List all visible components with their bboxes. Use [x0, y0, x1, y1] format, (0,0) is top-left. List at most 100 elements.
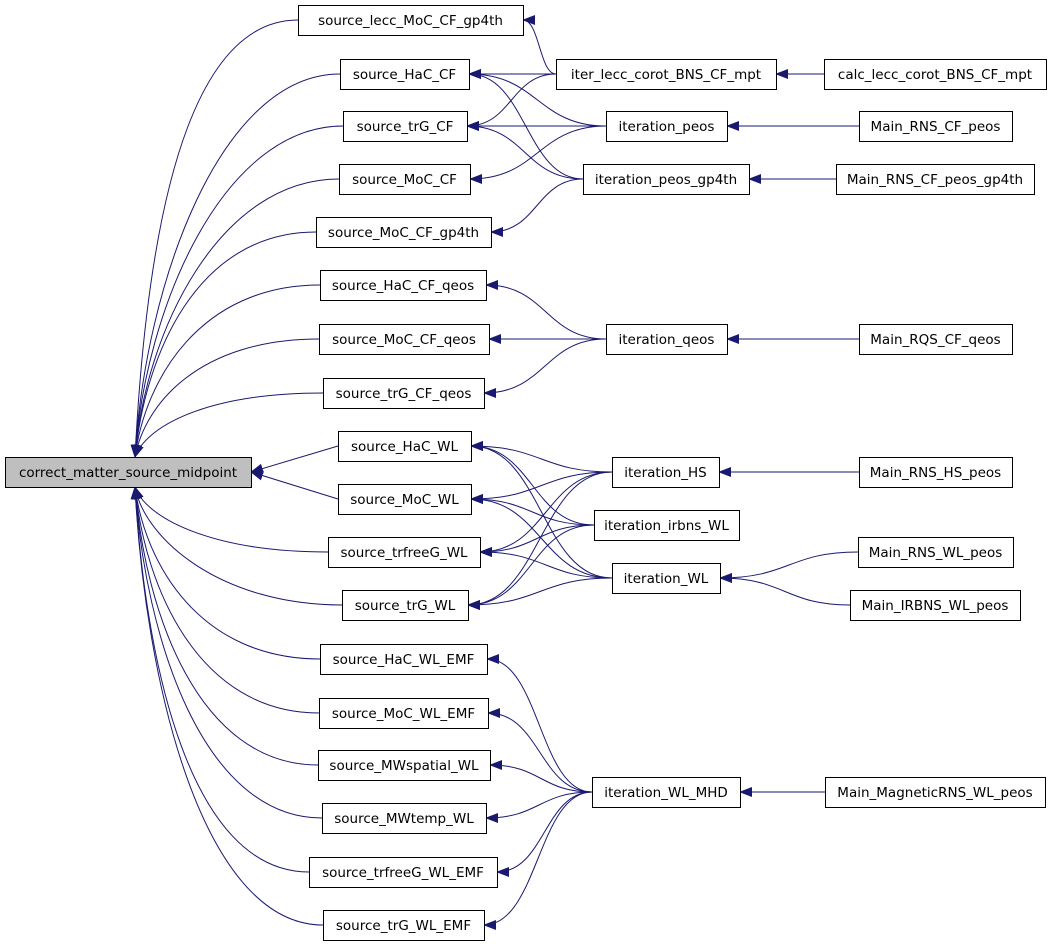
edge-s_hac_cf-to-root	[130, 73, 341, 458]
node-s_trg_cf[interactable]: source_trG_CF	[343, 111, 468, 142]
edge-it_qeos-to-s_trg_cf_qeos	[483, 338, 607, 398]
edge-it_wl_mhd-to-s_trfreeg_wl_emf	[496, 791, 593, 877]
node-label: Main_RNS_HS_peos	[870, 465, 1001, 481]
node-s_moc_cf_qeos[interactable]: source_MoC_CF_qeos	[319, 324, 490, 355]
node-box	[320, 270, 487, 301]
node-label: calc_lecc_corot_BNS_CF_mpt	[838, 67, 1032, 83]
node-m_irbns_wl_peos[interactable]: Main_IRBNS_WL_peos	[850, 590, 1021, 621]
edge-s_hac_cf_qeos-to-root	[131, 284, 321, 458]
node-s_hac_wl[interactable]: source_HaC_WL	[338, 431, 472, 462]
edge-it_irbns_wl-to-s_hac_wl	[470, 441, 595, 526]
node-label: Main_RNS_CF_peos_gp4th	[847, 172, 1023, 188]
edge-it_wl-to-s_trg_wl	[467, 577, 613, 610]
node-s_trfreeg_wl_emf[interactable]: source_trfreeG_WL_EMF	[309, 857, 498, 888]
edge-s_moc_wl-to-root	[250, 470, 339, 500]
node-it_peos[interactable]: iteration_peos	[606, 111, 728, 142]
node-label: source_MoC_WL_EMF	[332, 706, 475, 722]
edge-s_moc_wl_emf-to-root	[131, 486, 320, 714]
node-s_trg_wl[interactable]: source_trG_WL	[342, 590, 469, 621]
node-s_hac_cf_qeos[interactable]: source_HaC_CF_qeos	[320, 270, 487, 301]
node-box	[343, 111, 468, 142]
node-s_hac_cf[interactable]: source_HaC_CF	[340, 59, 470, 90]
node-box	[859, 111, 1013, 142]
edges-layer	[130, 15, 859, 930]
node-box	[612, 457, 720, 488]
root-node[interactable]: correct_matter_source_midpoint	[5, 457, 252, 488]
node-s_moc_cf[interactable]: source_MoC_CF	[339, 164, 471, 195]
edge-s_trg_cf-to-root	[130, 125, 344, 458]
node-it_wl[interactable]: iteration_WL	[612, 563, 721, 594]
nodes-layer: correct_matter_source_midpoint source_lec…	[5, 5, 1047, 941]
node-s_moc_wl_emf[interactable]: source_MoC_WL_EMF	[319, 698, 489, 729]
node-s_moc_wl[interactable]: source_MoC_WL	[338, 484, 472, 515]
node-label: source_MoC_WL	[350, 492, 459, 508]
node-it_irbns_wl[interactable]: iteration_irbns_WL	[594, 510, 740, 541]
node-label: iteration_peos_gp4th	[595, 172, 737, 188]
node-box	[339, 164, 471, 195]
node-label: source_trG_WL_EMF	[336, 918, 471, 934]
node-box	[340, 59, 470, 90]
node-label: source_trG_CF	[357, 119, 454, 135]
node-m_calc_lecc[interactable]: calc_lecc_corot_BNS_CF_mpt	[824, 59, 1047, 90]
node-s_mwspatial_wl[interactable]: source_MWspatial_WL	[318, 750, 491, 781]
edge-it_hs-to-s_trfreeg_wl	[479, 471, 613, 557]
node-label: Main_RNS_CF_peos	[871, 119, 1001, 135]
edge-s_trg_wl_emf-to-root	[130, 486, 324, 926]
node-box	[612, 563, 721, 594]
node-label: Main_RNS_WL_peos	[869, 545, 1003, 561]
node-label: source_MoC_CF_gp4th	[328, 225, 479, 241]
node-box	[5, 457, 252, 488]
node-box	[594, 510, 740, 541]
node-s_hac_wl_emf[interactable]: source_HaC_WL_EMF	[320, 644, 488, 675]
node-label: iteration_WL	[624, 571, 709, 587]
edge-it_peos_gp4th-to-s_moc_cf_gp4th	[490, 178, 584, 237]
node-label: source_trfreeG_WL	[340, 545, 468, 561]
edge-s_moc_cf_gp4th-to-root	[131, 231, 317, 458]
node-box	[320, 644, 488, 675]
node-label: source_lecc_MoC_CF_gp4th	[318, 13, 503, 29]
node-label: Main_MagneticRNS_WL_peos	[837, 785, 1032, 801]
edge-it_irbns_wl-to-s_moc_wl	[470, 494, 595, 526]
node-box	[338, 431, 472, 462]
edge-it_wl_mhd-to-s_mwspatial_wl	[489, 760, 593, 793]
node-box	[850, 590, 1021, 621]
edge-it_hs-to-s_moc_wl	[470, 471, 613, 504]
node-it_qeos[interactable]: iteration_qeos	[606, 324, 728, 355]
node-label: Main_RQS_CF_qeos	[870, 332, 1000, 348]
node-box	[606, 111, 728, 142]
node-s_trg_cf_qeos[interactable]: source_trG_CF_qeos	[323, 378, 485, 409]
edge-it_wl_mhd-to-s_mwtemp_wl	[485, 791, 593, 823]
edge-it_wl_mhd-to-s_trg_wl_emf	[483, 791, 593, 930]
node-label: iteration_WL_MHD	[604, 785, 728, 801]
node-m_rns_hs_peos[interactable]: Main_RNS_HS_peos	[859, 457, 1013, 488]
node-it_wl_mhd[interactable]: iteration_WL_MHD	[592, 777, 741, 808]
node-m_rqs_cf_qeos[interactable]: Main_RQS_CF_qeos	[859, 324, 1013, 355]
edge-m_irbns_wl_peos-to-it_wl	[719, 573, 851, 606]
node-s_trfreeg_wl[interactable]: source_trfreeG_WL	[328, 537, 481, 568]
node-it_lecc_corot[interactable]: iter_lecc_corot_BNS_CF_mpt	[556, 59, 777, 90]
node-box	[298, 5, 524, 36]
edge-it_lecc_corot-to-s_trg_cf	[466, 73, 557, 131]
node-m_rns_cf_peos_gp4th[interactable]: Main_RNS_CF_peos_gp4th	[836, 164, 1035, 195]
node-box	[825, 777, 1046, 808]
edge-s_trg_wl-to-root	[132, 486, 343, 606]
node-s_mwtemp_wl[interactable]: source_MWtemp_WL	[322, 803, 487, 834]
node-label: source_MWspatial_WL	[329, 758, 479, 774]
node-box	[319, 698, 489, 729]
node-label: correct_matter_source_midpoint	[19, 465, 237, 481]
node-m_magnetic_rns[interactable]: Main_MagneticRNS_WL_peos	[825, 777, 1046, 808]
edge-it_wl-to-s_hac_wl	[470, 441, 613, 579]
edge-it_peos-to-s_moc_cf	[469, 125, 607, 184]
node-it_peos_gp4th[interactable]: iteration_peos_gp4th	[583, 164, 750, 195]
node-it_hs[interactable]: iteration_HS	[612, 457, 720, 488]
node-s_lecc_moc_gp4th[interactable]: source_lecc_MoC_CF_gp4th	[298, 5, 524, 36]
node-label: iteration_HS	[624, 465, 707, 481]
node-s_moc_cf_gp4th[interactable]: source_MoC_CF_gp4th	[316, 217, 492, 248]
edge-s_moc_cf-to-root	[130, 178, 340, 458]
node-label: source_MoC_CF_qeos	[332, 332, 476, 348]
node-m_rns_cf_peos[interactable]: Main_RNS_CF_peos	[859, 111, 1013, 142]
node-s_trg_wl_emf[interactable]: source_trG_WL_EMF	[323, 910, 485, 941]
node-box	[836, 164, 1035, 195]
node-m_rns_wl_peos[interactable]: Main_RNS_WL_peos	[858, 537, 1014, 568]
edge-it_peos_gp4th-to-s_trg_cf	[466, 121, 584, 180]
